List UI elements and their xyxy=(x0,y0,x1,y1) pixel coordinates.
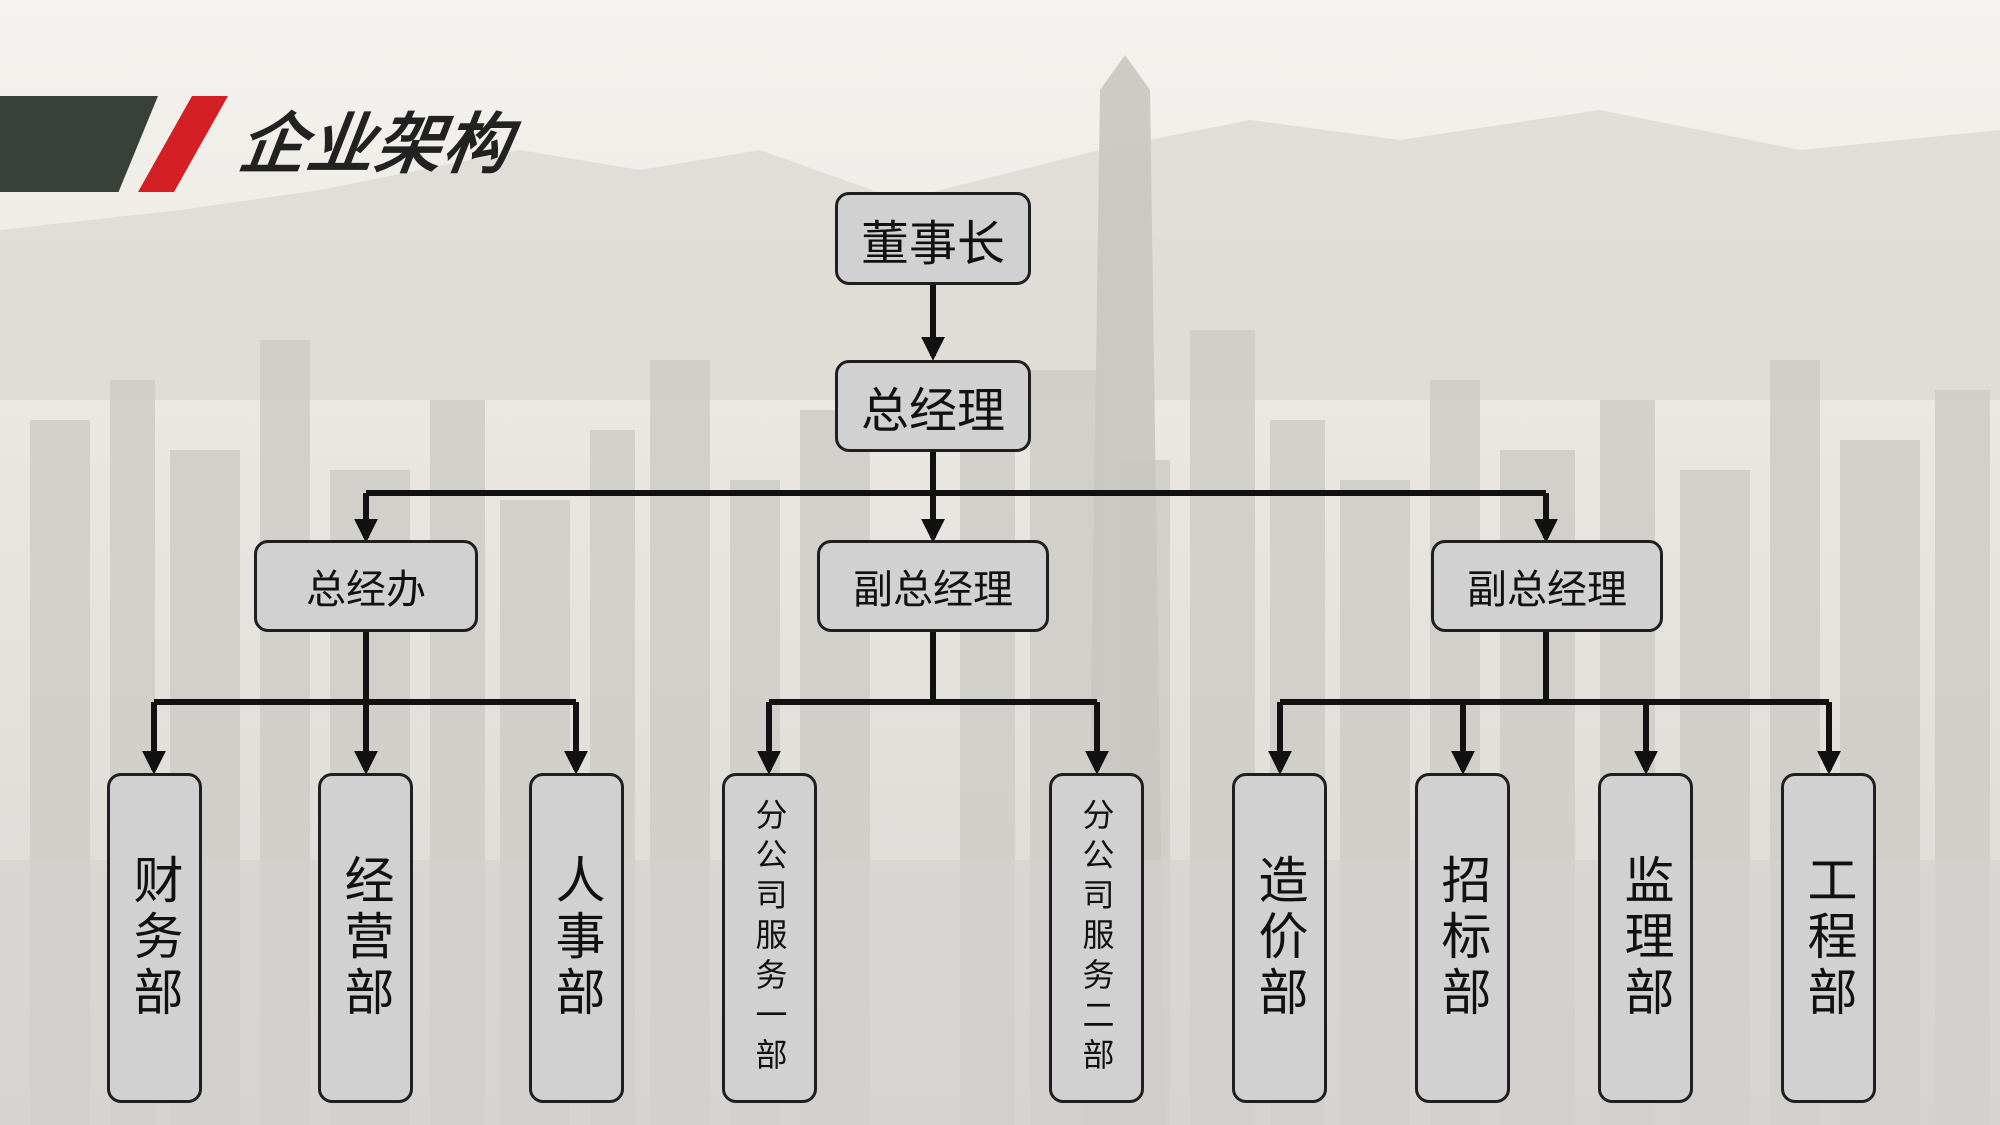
node-branch-service-1: 分公司服务一部 xyxy=(722,773,817,1103)
node-deputy-gm-2: 副总经理 xyxy=(1431,540,1663,632)
node-gm-office: 总经办 xyxy=(254,540,478,632)
node-hr-dept: 人事部 xyxy=(529,773,624,1103)
node-deputy-gm-1: 副总经理 xyxy=(817,540,1049,632)
node-chairman: 董事长 xyxy=(835,192,1031,285)
node-bidding-dept: 招标部 xyxy=(1415,773,1510,1103)
node-costing-dept: 造价部 xyxy=(1232,773,1327,1103)
node-engineering-dept: 工程部 xyxy=(1781,773,1876,1103)
node-supervision-dept: 监理部 xyxy=(1598,773,1693,1103)
node-operations-dept: 经营部 xyxy=(318,773,413,1103)
node-general-manager: 总经理 xyxy=(835,360,1031,452)
node-finance-dept: 财务部 xyxy=(107,773,202,1103)
node-branch-service-2: 分公司服务二部 xyxy=(1049,773,1144,1103)
